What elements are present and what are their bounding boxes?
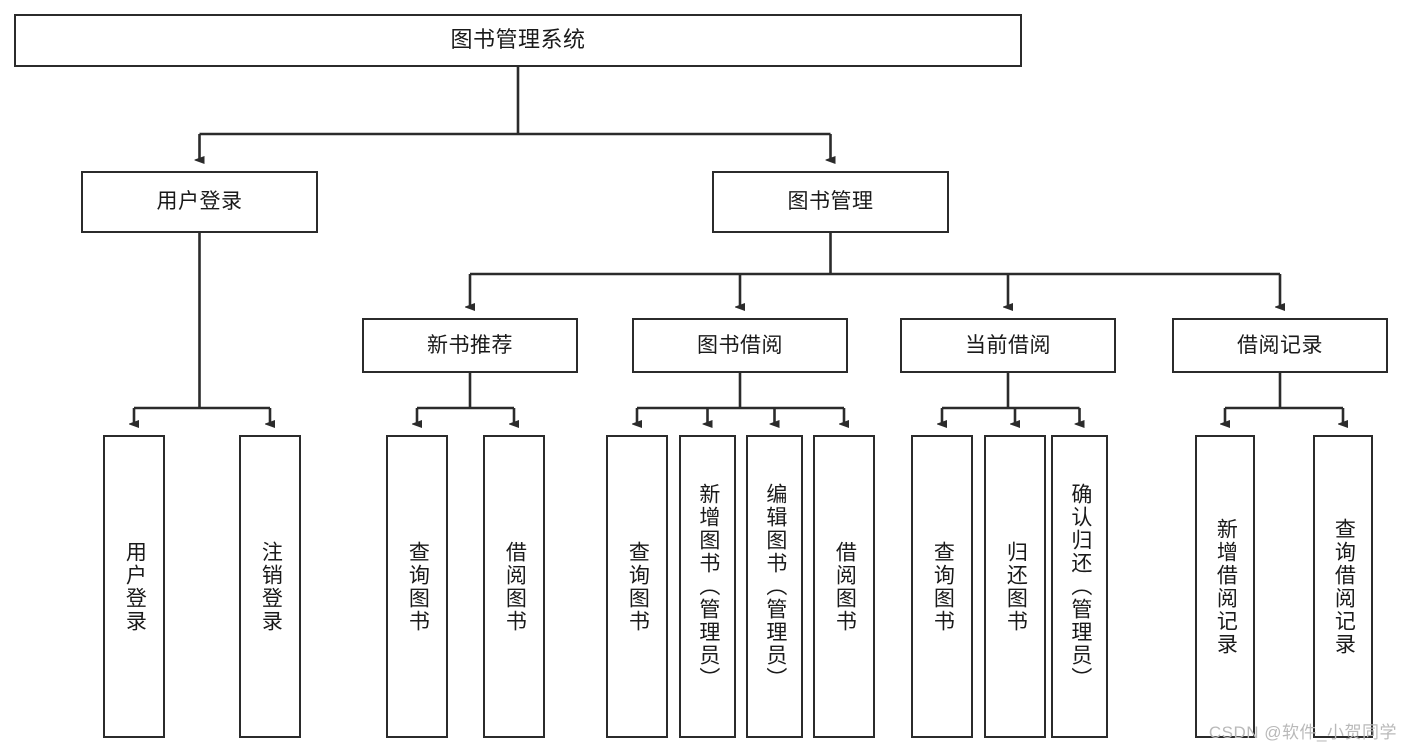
node-root[interactable]: 图书管理系统	[14, 14, 1022, 67]
node-label: 借阅图书	[503, 540, 527, 633]
node-label: 用户登录	[156, 190, 243, 214]
node-level2-图书借阅[interactable]: 图书借阅	[632, 318, 848, 373]
node-leaf-1[interactable]: 注销登录	[239, 435, 301, 738]
node-label: 查询借阅记录	[1332, 517, 1356, 656]
node-level1-用户登录[interactable]: 用户登录	[81, 171, 318, 233]
node-label: 编辑图书（管理员）	[763, 483, 787, 690]
node-label: 借阅图书	[833, 540, 857, 633]
node-label: 用户登录	[123, 540, 147, 633]
node-level2-新书推荐[interactable]: 新书推荐	[362, 318, 578, 373]
node-level1-图书管理[interactable]: 图书管理	[712, 171, 949, 233]
node-label: 归还图书	[1004, 540, 1028, 633]
node-leaf-9[interactable]: 归还图书	[984, 435, 1046, 738]
node-leaf-5[interactable]: 新增图书（管理员）	[679, 435, 736, 738]
node-label: 图书借阅	[697, 333, 783, 357]
node-level2-借阅记录[interactable]: 借阅记录	[1172, 318, 1388, 373]
node-label: 新书推荐	[427, 333, 513, 357]
node-label: 新增借阅记录	[1214, 517, 1238, 656]
node-leaf-4[interactable]: 查询图书	[606, 435, 668, 738]
node-label: 图书管理系统	[450, 27, 586, 53]
node-label: 图书管理	[787, 190, 874, 214]
node-label: 查询图书	[626, 540, 650, 633]
node-leaf-10[interactable]: 确认归还（管理员）	[1051, 435, 1108, 738]
node-label: 查询图书	[931, 540, 955, 633]
node-label: 借阅记录	[1237, 333, 1323, 357]
node-leaf-0[interactable]: 用户登录	[103, 435, 165, 738]
node-label: 注销登录	[259, 540, 283, 633]
node-leaf-3[interactable]: 借阅图书	[483, 435, 545, 738]
node-leaf-6[interactable]: 编辑图书（管理员）	[746, 435, 803, 738]
node-label: 查询图书	[406, 540, 430, 633]
watermark: CSDN @软件_小贺同学	[1208, 723, 1397, 742]
node-leaf-12[interactable]: 查询借阅记录	[1313, 435, 1373, 738]
node-leaf-8[interactable]: 查询图书	[911, 435, 973, 738]
node-label: 新增图书（管理员）	[696, 483, 720, 690]
node-leaf-7[interactable]: 借阅图书	[813, 435, 875, 738]
node-leaf-2[interactable]: 查询图书	[386, 435, 448, 738]
node-label: 当前借阅	[965, 333, 1051, 357]
node-leaf-11[interactable]: 新增借阅记录	[1195, 435, 1255, 738]
node-label: 确认归还（管理员）	[1068, 483, 1092, 690]
node-level2-当前借阅[interactable]: 当前借阅	[900, 318, 1116, 373]
